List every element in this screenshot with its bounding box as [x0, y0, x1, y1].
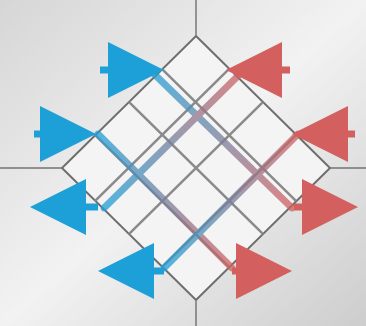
flow-channel-cold-1: [146, 66, 296, 212]
flow-channel-hot-1: [100, 66, 248, 212]
flow-channels: [94, 66, 302, 272]
flow-channel-cold-2: [94, 130, 236, 272]
flow-channel-hot-2: [160, 130, 302, 272]
